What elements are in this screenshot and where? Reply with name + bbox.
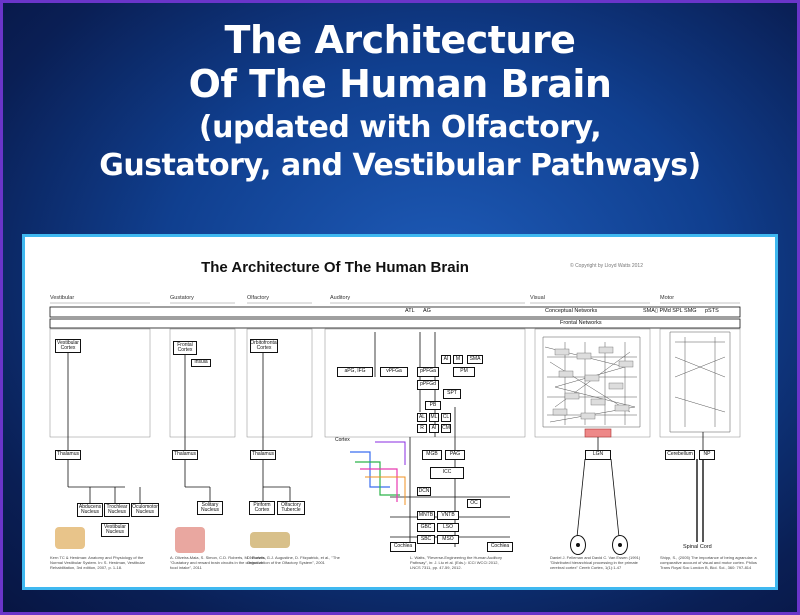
auditory-box-cl: CL [441, 413, 451, 422]
spinal-cord-label: Spinal Cord [683, 544, 712, 550]
mso-box: MSO [437, 535, 459, 544]
section-vestibular: Vestibular [50, 295, 75, 301]
lgn-box: LGN [585, 450, 611, 460]
vestibular-thalamus-box: Thalamus [55, 450, 81, 460]
auditory-box-ml: ML [429, 413, 439, 422]
auditory-box-apg-ifg: aPG, IFG [337, 367, 373, 377]
vestibular-nucleus-box: Vestibular Nucleus [101, 523, 129, 537]
dcn-box: DCN [417, 487, 431, 496]
trochlear-nucleus-box: Trochlear Nucleus [104, 503, 130, 517]
banner-line-2: Of The Human Brain [188, 62, 612, 106]
olfactory-illustration [250, 532, 290, 548]
section-auditory: Auditory [330, 295, 351, 301]
olfactory-tubercle-box: Olfactory Tubercle [277, 501, 305, 515]
auditory-box-cm: CM [441, 424, 451, 433]
label-ag: AG [423, 308, 431, 314]
section-gustatory: Gustatory [170, 295, 194, 301]
label-atl: ATL [405, 308, 415, 314]
sbc-box: SBC [417, 535, 435, 544]
reference-vestibular: Kern TC & Herdman: Anatomy and Physiolog… [50, 555, 145, 570]
auditory-box-pb: PB [425, 401, 441, 410]
section-visual: Visual [530, 295, 545, 301]
auditory-box-pm: PM [453, 367, 475, 377]
reference-olfactory: D. Purves, G.J. Augustine, D. Fitzpatric… [247, 555, 340, 565]
section-motor: Motor [660, 295, 675, 301]
auditory-box-ppfgd: pPFGd [417, 380, 439, 390]
motor-network-labels: SMA▯ PMd SPL SMG [643, 308, 697, 314]
right-eye-icon [612, 535, 628, 555]
icc-box: ICC [430, 467, 464, 479]
banner-title: The Architecture Of The Human Brain (upd… [0, 18, 800, 184]
vestibular-cortex-box: Vestibular Cortex [55, 339, 81, 353]
reference-visual: Daniel J. Felleman and David C. Van Esse… [550, 555, 641, 570]
banner-line-1: The Architecture [224, 18, 576, 62]
tongue-illustration [175, 527, 205, 553]
auditory-cortex-label: Cortex [335, 437, 350, 443]
piriform-cortex-box: Piriform Cortex [249, 501, 275, 515]
inner-ear-illustration [55, 527, 85, 549]
brain-architecture-poster: The Architecture Of The Human Brain © Co… [22, 234, 778, 590]
pag-box: PAG [445, 450, 465, 460]
reference-auditory: L. Watts, "Reverse-Engineering the Human… [410, 555, 502, 570]
auditory-box-sma: SMA [467, 355, 483, 364]
auditory-box-al: AL [417, 413, 427, 422]
frontal-networks-label: Frontal Networks [560, 320, 602, 326]
auditory-box-spt: SPT [443, 389, 461, 399]
auditory-box-vpfga: vPFGa [380, 367, 408, 377]
cochlea-left-box: Cochlea [390, 542, 416, 552]
section-olfactory: Olfactory [247, 295, 270, 301]
banner-line-3: (updated with Olfactory, [198, 110, 602, 145]
abducens-nucleus-box: Abducens Nucleus [77, 503, 103, 517]
auditory-box-ppfga: pPFGa [417, 367, 439, 377]
conceptual-networks-label: Conceptual Networks [545, 308, 598, 314]
insula-box: Insula [191, 359, 211, 367]
vntb-box: VNTB [437, 511, 459, 520]
diagram-wires [49, 302, 741, 547]
reference-gustatory: A. Oliveira-Maia, S. Simon, C.D. Roberts… [170, 555, 267, 570]
oc-box: OC [467, 499, 481, 508]
poster-title: The Architecture Of The Human Brain [201, 259, 469, 276]
solitary-nucleus-box: Solitary Nucleus [197, 501, 223, 515]
reference-motor: Shipp, S., (2005) The importance of bein… [660, 555, 757, 570]
olfactory-thalamus-box: Thalamus [250, 450, 276, 460]
auditory-box-ai: AI [429, 424, 439, 433]
poster-copyright: © Copyright by Lloyd Watts 2012 [570, 263, 643, 269]
oculomotor-nucleus-box: Oculomotor Nucleus [131, 503, 159, 517]
gustatory-frontal-cortex-box: Frontal Cortex [173, 341, 197, 355]
cerebellum-box: Cerebellum [665, 450, 695, 460]
gustatory-thalamus-box: Thalamus [172, 450, 198, 460]
auditory-box-m: M [453, 355, 463, 364]
auditory-box-ai-top: AI [441, 355, 451, 364]
orbitofrontal-cortex-box: Orbitofrontal Cortex [250, 339, 278, 353]
mntb-box: MNTB [417, 511, 435, 520]
left-eye-icon [570, 535, 586, 555]
label-psts: pSTS [705, 308, 719, 314]
cochlea-right-box: Cochlea [487, 542, 513, 552]
banner-line-4: Gustatory, and Vestibular Pathways) [99, 148, 701, 183]
auditory-box-r: R [417, 424, 427, 433]
gbc-box: GBC [417, 523, 435, 532]
mgb-box: MGB [422, 450, 442, 460]
np-box: NP [699, 450, 715, 460]
lso-box: LSO [437, 523, 459, 532]
